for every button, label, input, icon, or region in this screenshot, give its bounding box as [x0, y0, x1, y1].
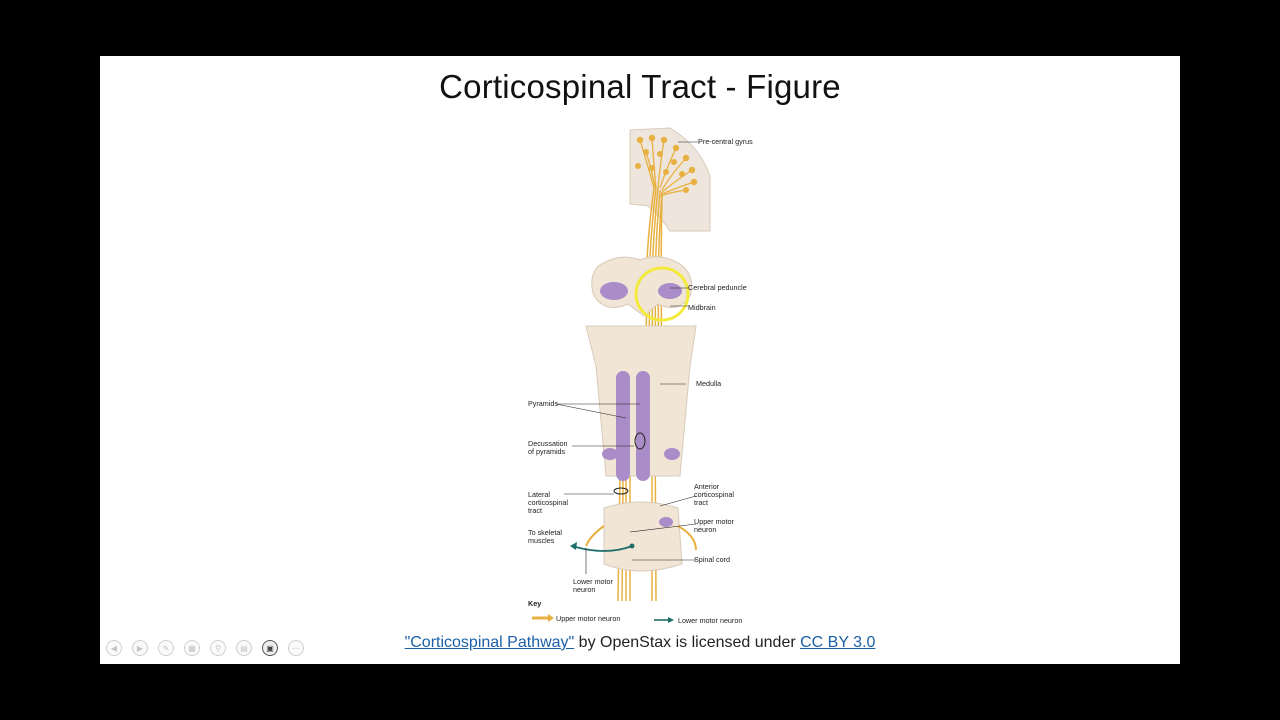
- cc-by-license-link[interactable]: CC BY 3.0: [800, 634, 876, 651]
- label-lateral-corticospinal-tract: Lateral corticospinal tract: [528, 491, 568, 515]
- arrow-right-icon: ▶: [136, 643, 144, 653]
- label-anterior-line2: corticospinal: [694, 490, 734, 499]
- label-lower-motor-line1: Lower motor: [573, 577, 613, 586]
- slideshow-controls: ◀ ▶ ✎ ▦ ⚲ ▤ ▣ ⋯: [106, 640, 304, 658]
- label-midbrain: Midbrain: [688, 303, 716, 312]
- lower-motor-neuron-path: [571, 545, 633, 552]
- label-decussation-line1: Decussation: [528, 439, 568, 448]
- subtitles-icon: ▤: [240, 643, 248, 653]
- figure-caption: "Corticospinal Pathway" by OpenStax is l…: [100, 634, 1180, 652]
- camera-button[interactable]: ▣: [262, 640, 278, 656]
- label-lateral-line2: corticospinal: [528, 498, 568, 507]
- label-anterior-line1: Anterior: [694, 482, 720, 491]
- label-anterior-line3: tract: [694, 498, 708, 507]
- pen-tool-button[interactable]: ✎: [158, 640, 174, 656]
- camera-icon: ▣: [266, 643, 274, 653]
- label-anterior-corticospinal-tract: Anterior corticospinal tract: [694, 483, 734, 507]
- label-lower-motor-line2: neuron: [573, 585, 596, 594]
- label-upper-motor-line2: neuron: [694, 525, 717, 534]
- label-upper-motor-neuron: Upper motor neuron: [694, 518, 734, 534]
- label-to-skeletal-line2: muscles: [528, 536, 555, 545]
- label-upper-motor-line1: Upper motor: [694, 517, 734, 526]
- label-decussation-line2: of pyramids: [528, 447, 566, 456]
- label-medulla: Medulla: [696, 379, 722, 388]
- spinal-cord-section: [603, 501, 683, 572]
- presentation-slide: Corticospinal Tract - Figure: [100, 56, 1180, 664]
- caption-text: by OpenStax is licensed under: [574, 634, 801, 651]
- grid-icon: ▦: [188, 643, 196, 653]
- arrow-left-icon: ◀: [110, 643, 118, 653]
- corticospinal-pathway-link[interactable]: "Corticospinal Pathway": [404, 634, 575, 651]
- label-lateral-line3: tract: [528, 506, 542, 515]
- corticospinal-figure: Pre-central gyrus Cerebral peduncle Midb…: [520, 126, 780, 628]
- label-lower-motor-neuron: Lower motor neuron: [573, 578, 613, 594]
- label-lateral-line1: Lateral: [528, 490, 550, 499]
- ellipsis-icon: ⋯: [292, 643, 300, 653]
- anatomy-illustration: [532, 127, 711, 623]
- label-cerebral-peduncle: Cerebral peduncle: [688, 283, 747, 292]
- key-upper-motor-neuron: Upper motor neuron: [556, 614, 621, 623]
- subtitles-button[interactable]: ▤: [236, 640, 252, 656]
- label-pyramids: Pyramids: [528, 399, 558, 408]
- key-lower-motor-neuron: Lower motor neuron: [678, 616, 743, 625]
- magnifier-icon: ⚲: [215, 643, 221, 653]
- label-to-skeletal-muscles: To skeletal muscles: [528, 529, 562, 545]
- previous-slide-button[interactable]: ◀: [106, 640, 122, 656]
- label-decussation: Decussation of pyramids: [528, 440, 568, 456]
- label-spinal-cord: Spinal cord: [694, 555, 730, 564]
- label-pre-central-gyrus: Pre-central gyrus: [698, 137, 753, 146]
- more-options-button[interactable]: ⋯: [288, 640, 304, 656]
- midbrain-section: [591, 256, 693, 317]
- see-all-slides-button[interactable]: ▦: [184, 640, 200, 656]
- label-to-skeletal-line1: To skeletal: [528, 528, 562, 537]
- next-slide-button[interactable]: ▶: [132, 640, 148, 656]
- zoom-button[interactable]: ⚲: [210, 640, 226, 656]
- pen-icon: ✎: [162, 643, 170, 653]
- key-title: Key: [528, 599, 542, 608]
- slide-title: Corticospinal Tract - Figure: [439, 68, 841, 105]
- cursor-highlight: [634, 266, 690, 322]
